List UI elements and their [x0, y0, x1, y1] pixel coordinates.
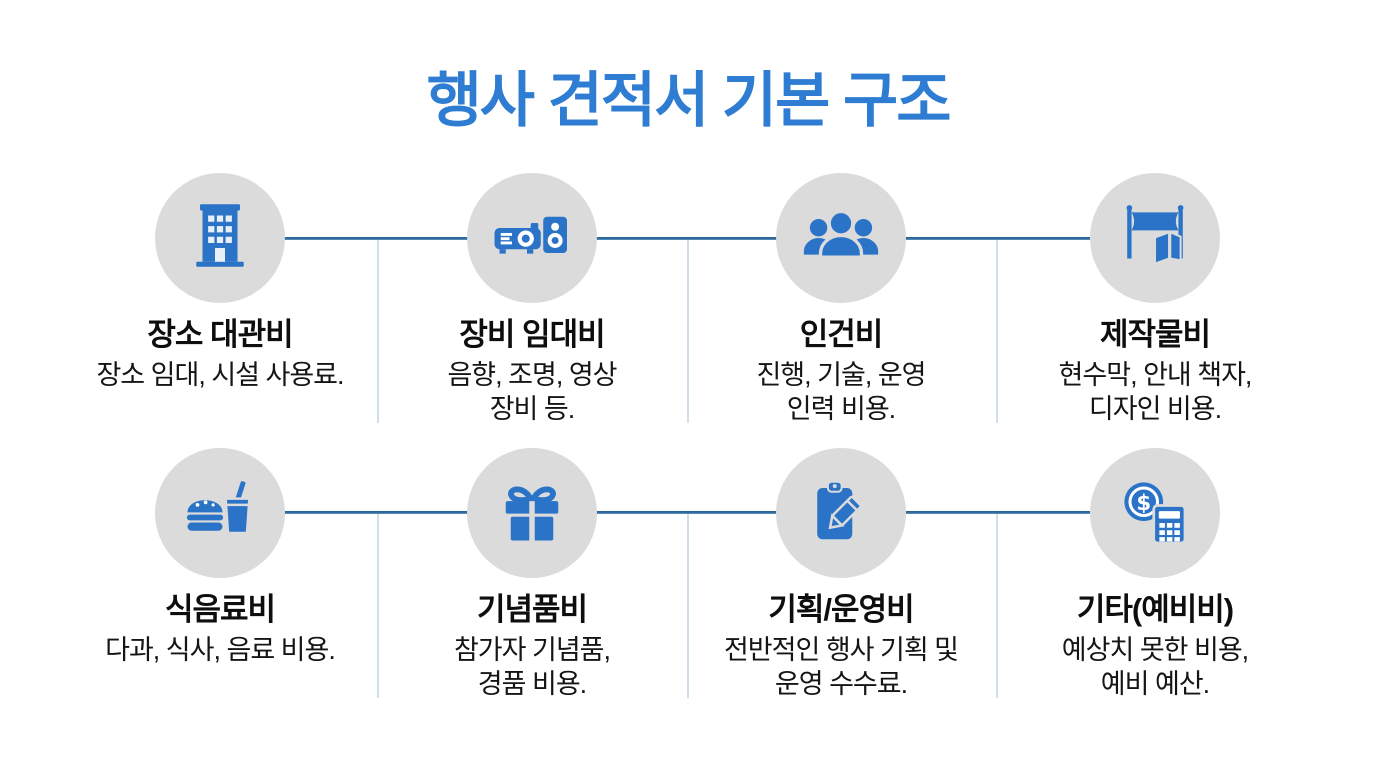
item-description: 예상치 못한 비용, 예비 예산. — [1061, 635, 1249, 699]
item-food-beverage-cost: 식음료비 다과, 식사, 음료 비용. — [60, 448, 380, 667]
row1-divider-line — [996, 240, 998, 423]
item-title: 기획/운영비 — [768, 592, 914, 627]
item-circle: $ — [1090, 448, 1220, 578]
row1-divider-line — [687, 240, 689, 423]
item-venue-rental: 장소 대관비 장소 임대, 시설 사용료. — [60, 173, 380, 392]
page-title: 행사 견적서 기본 구조 — [426, 67, 952, 134]
item-description: 음향, 조명, 영상 장비 등. — [447, 360, 617, 424]
item-title: 기념품비 — [476, 592, 588, 627]
item-circle — [467, 448, 597, 578]
item-description: 현수막, 안내 책자, 디자인 비용. — [1058, 360, 1253, 424]
projector-speaker-icon — [494, 216, 567, 254]
item-circle — [1090, 173, 1220, 303]
item-circle — [155, 448, 285, 578]
row2-divider-line — [377, 514, 379, 698]
item-description: 전반적인 행사 기획 및 운영 수수료. — [723, 635, 959, 699]
svg-text:$: $ — [1136, 491, 1151, 516]
item-circle — [776, 448, 906, 578]
gift-icon — [505, 486, 559, 541]
item-equipment-rental: 장비 임대비 음향, 조명, 영상 장비 등. — [372, 173, 692, 426]
item-contingency-cost: $ 기타(예비비) 예상치 못한 비용, 예비 예산. — [995, 448, 1315, 701]
item-production-cost: 제작물비 현수막, 안내 책자, 디자인 비용. — [995, 173, 1315, 426]
people-group-icon — [803, 209, 879, 259]
row1-connector-line — [284, 237, 1090, 240]
coin-calculator-icon: $ — [1124, 482, 1187, 545]
row2-connector-line — [284, 511, 1090, 514]
item-title: 제작물비 — [1099, 317, 1211, 352]
clipboard-pencil-icon — [817, 480, 862, 540]
item-circle — [467, 173, 597, 303]
banner-booklet-icon — [1126, 205, 1184, 266]
item-circle — [776, 173, 906, 303]
item-planning-operation-cost: 기획/운영비 전반적인 행사 기획 및 운영 수수료. — [681, 448, 1001, 701]
item-title: 기타(예비비) — [1076, 592, 1234, 627]
item-title: 인건비 — [799, 317, 884, 352]
building-icon — [196, 204, 244, 267]
row1-divider-line — [377, 240, 379, 423]
item-circle — [155, 173, 285, 303]
item-description: 장소 임대, 시설 사용료. — [96, 360, 344, 390]
burger-drink-icon — [186, 481, 251, 535]
row2-divider-line — [996, 514, 998, 698]
item-souvenir-cost: 기념품비 참가자 기념품, 경품 비용. — [372, 448, 692, 701]
item-title: 식음료비 — [164, 592, 276, 627]
item-labor-cost: 인건비 진행, 기술, 운영 인력 비용. — [681, 173, 1001, 426]
item-description: 진행, 기술, 운영 인력 비용. — [756, 360, 926, 424]
item-title: 장비 임대비 — [459, 317, 605, 352]
item-description: 참가자 기념품, 경품 비용. — [453, 635, 611, 699]
item-description: 다과, 식사, 음료 비용. — [105, 635, 336, 665]
row2-divider-line — [687, 514, 689, 698]
item-title: 장소 대관비 — [147, 317, 293, 352]
